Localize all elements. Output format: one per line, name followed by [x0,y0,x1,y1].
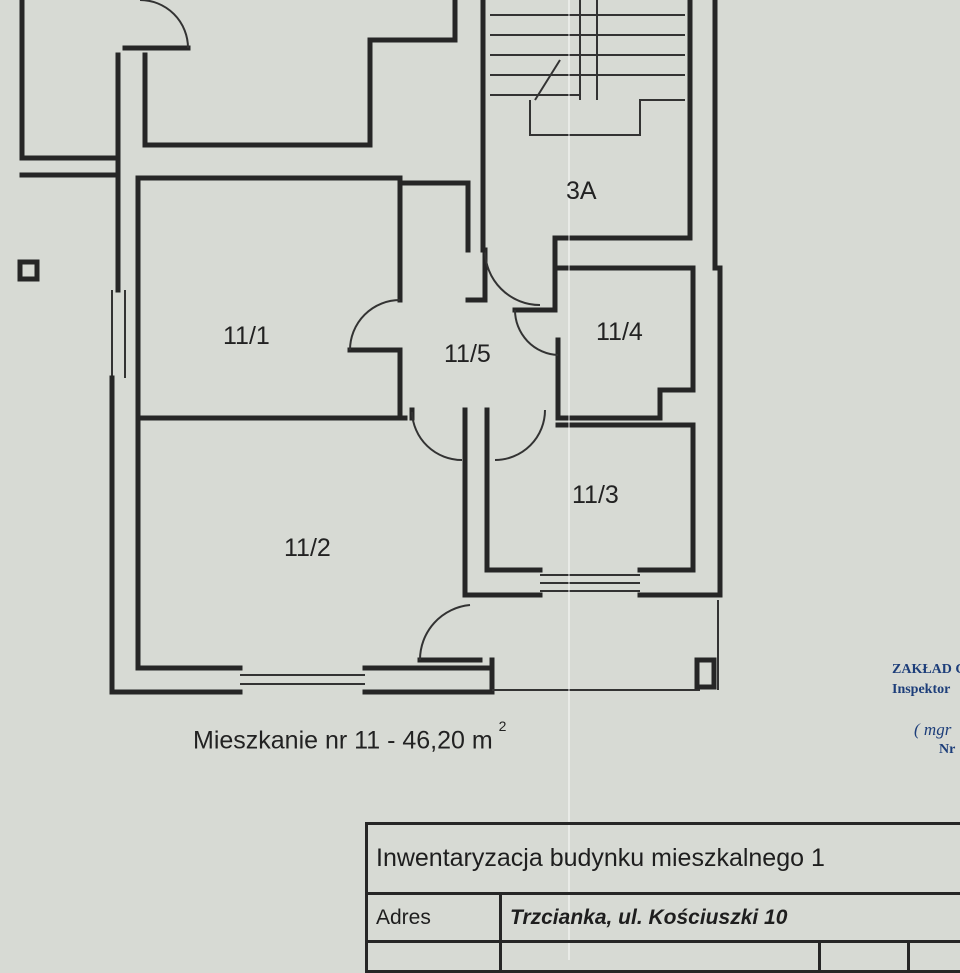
cell [501,942,820,972]
room-label-11-1: 11/1 [223,322,270,351]
address-label: Adres [367,894,501,942]
stamp-line-2: Inspektor [892,682,950,698]
cell [367,942,501,972]
caption-text: Mieszkanie nr 11 - 46,20 m [193,726,493,754]
caption-superscript: 2 [499,718,507,734]
stamp-line-3: ( mgr [914,720,951,740]
room-label-11-2: 11/2 [284,534,331,563]
stamp-line-4: Nr [939,742,955,758]
address-value: Trzcianka, ul. Kościuszki 10 [501,894,960,942]
title-block: Inwentaryzacja budynku mieszkalnego 1 Ad… [365,822,960,973]
apartment-caption: Mieszkanie nr 11 - 46,20 m2 [193,726,506,755]
cell [909,942,960,972]
paper-fold [568,0,570,960]
room-label-11-4: 11/4 [596,318,643,347]
room-label-11-5: 11/5 [444,340,491,369]
room-label-3a: 3A [566,177,597,206]
stamp-line-1: ZAKŁAD C [892,662,960,678]
title-block-title: Inwentaryzacja budynku mieszkalnego 1 [367,824,960,894]
room-label-11-3: 11/3 [572,481,619,510]
cell [820,942,909,972]
